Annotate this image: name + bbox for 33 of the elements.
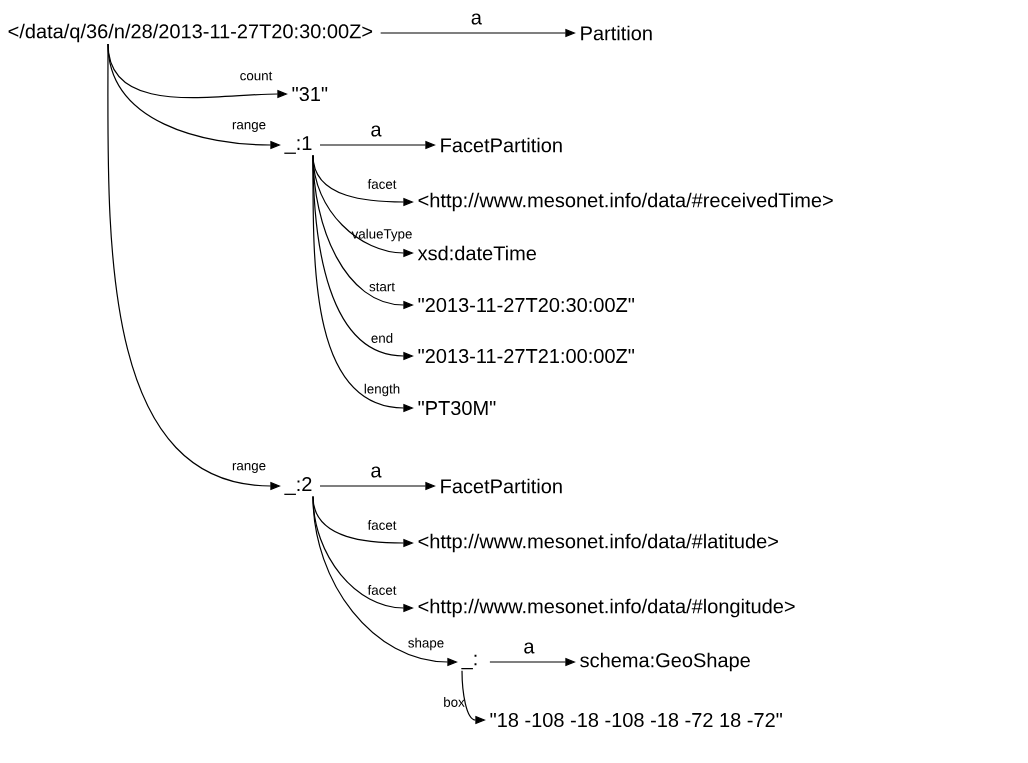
edge-label: a bbox=[471, 13, 482, 25]
edge-label: range bbox=[232, 463, 266, 473]
edge-label: facet bbox=[367, 585, 397, 595]
node-text: "18 -108 -18 -108 -18 -72 18 -72" bbox=[490, 712, 782, 728]
node-text: xsd:dateTime bbox=[417, 245, 536, 261]
node-text: _:1 bbox=[284, 136, 312, 154]
edge-label: range bbox=[232, 122, 266, 132]
node-text: <http://www.mesonet.info/data/#longitude> bbox=[418, 598, 795, 618]
edge-label: facet bbox=[367, 520, 397, 530]
node-text: FacetPartition bbox=[441, 137, 562, 153]
edge-label: shape bbox=[408, 637, 444, 651]
edge-label: a bbox=[524, 642, 535, 654]
node-text: _:2 bbox=[284, 477, 312, 495]
node-text: _: bbox=[461, 654, 477, 670]
node-text: FacetPartition bbox=[441, 478, 562, 494]
node-text: "31" bbox=[292, 86, 328, 102]
edge-label: facet bbox=[367, 179, 397, 189]
edge-label: a bbox=[371, 125, 382, 137]
edge-label: count bbox=[240, 71, 273, 81]
edge-label: valueType bbox=[351, 228, 412, 242]
node-text: schema:GeoShape bbox=[580, 652, 750, 672]
edge-label: box bbox=[444, 697, 465, 707]
node-text: Partition bbox=[581, 25, 652, 41]
edge-label: a bbox=[371, 466, 382, 478]
edge-label: length bbox=[364, 383, 400, 397]
node-text: "2013-11-27T20:30:00Z" bbox=[418, 297, 635, 313]
edge-label: start bbox=[369, 282, 395, 292]
node-text: <http://www.mesonet.info/data/#latitude> bbox=[418, 533, 778, 553]
node-text: </data/q/36/n/28/2013-11-27T20:30:00Z> bbox=[8, 23, 373, 43]
edge-label: end bbox=[371, 333, 393, 343]
node-text: "PT30M" bbox=[418, 400, 496, 416]
node-text: <http://www.mesonet.info/data/#receivedTime> bbox=[418, 192, 833, 212]
node-text: "2013-11-27T21:00:00Z" bbox=[418, 348, 635, 364]
